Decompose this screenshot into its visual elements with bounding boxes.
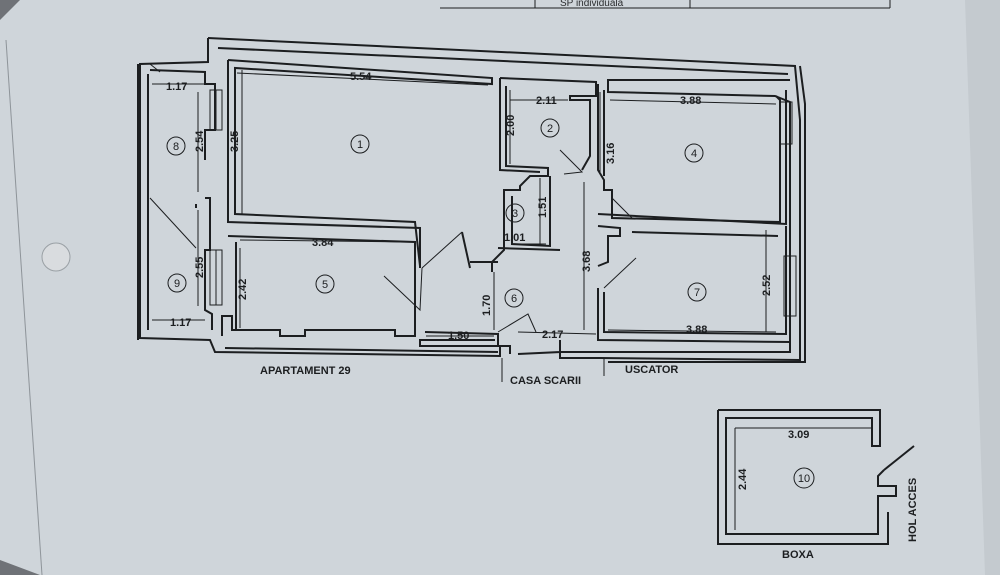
dim-r5-width: 3.84: [312, 237, 334, 249]
dim-r4-width: 3.88: [680, 95, 701, 107]
dim-r6-width-left: 1.50: [448, 330, 469, 342]
dim-r6-hall-height: 3.68: [581, 251, 593, 272]
walls: [137, 37, 806, 363]
dimension-texts: 5.54 3.25 1.17 2.54 2.55 1.17 3.84 2.42 …: [166, 71, 809, 490]
room-number-5: 5: [322, 279, 328, 291]
room-number-1: 1: [357, 139, 363, 151]
windows: [209, 89, 797, 317]
dim-r7-width: 3.88: [686, 324, 707, 336]
dim-r6-width-right: 2.17: [542, 329, 563, 341]
dim-r9-width: 1.17: [170, 317, 191, 329]
dim-r1-height: 3.25: [229, 131, 241, 152]
dimension-lines: [152, 70, 872, 530]
label-drying-room: USCATOR: [625, 364, 678, 376]
header-text: SP individuala: [560, 0, 624, 9]
label-stairs: CASA SCARII: [510, 375, 581, 387]
door-swings: [149, 63, 637, 333]
room-number-2: 2: [547, 123, 553, 135]
dim-r3-width: 1.01: [504, 232, 525, 244]
dim-r10-width: 3.09: [788, 429, 809, 441]
dim-r7-height: 2.52: [761, 275, 773, 296]
room-number-3: 3: [512, 208, 518, 220]
dim-r10-height: 2.44: [737, 468, 749, 490]
dim-r2-width: 2.11: [536, 95, 557, 107]
room-number-8: 8: [173, 141, 179, 153]
dim-r1-width: 5.54: [350, 71, 372, 83]
margin-line: [5, 39, 43, 575]
label-storage: BOXA: [782, 549, 814, 561]
dim-r9-height: 2.55: [194, 257, 206, 278]
dim-r8-width: 1.17: [166, 81, 187, 93]
dim-r8-height: 2.54: [194, 130, 206, 152]
room-number-9: 9: [174, 278, 180, 290]
label-apartment: APARTAMENT 29: [260, 365, 351, 377]
dim-r2-height: 2.00: [505, 115, 517, 136]
room-numbers: 1 2 3 4 5 6 7 8 9 10: [173, 123, 810, 485]
room-number-7: 7: [694, 287, 700, 299]
dim-r6-height: 1.70: [481, 295, 493, 316]
punch-hole: [41, 242, 71, 272]
storage-walls: [717, 409, 915, 545]
room-number-6: 6: [511, 293, 517, 305]
room-number-4: 4: [691, 148, 697, 160]
room-number-10: 10: [798, 473, 810, 485]
header-table: SP individuala: [440, 0, 891, 9]
dim-r5-height: 2.42: [237, 279, 249, 300]
dim-r4-height: 3.16: [605, 143, 617, 164]
room-markers: [166, 118, 815, 489]
dim-r3-height: 1.51: [537, 197, 549, 218]
label-access-hall: HOL ACCES: [907, 478, 919, 542]
paper-shadow: [965, 0, 1000, 575]
